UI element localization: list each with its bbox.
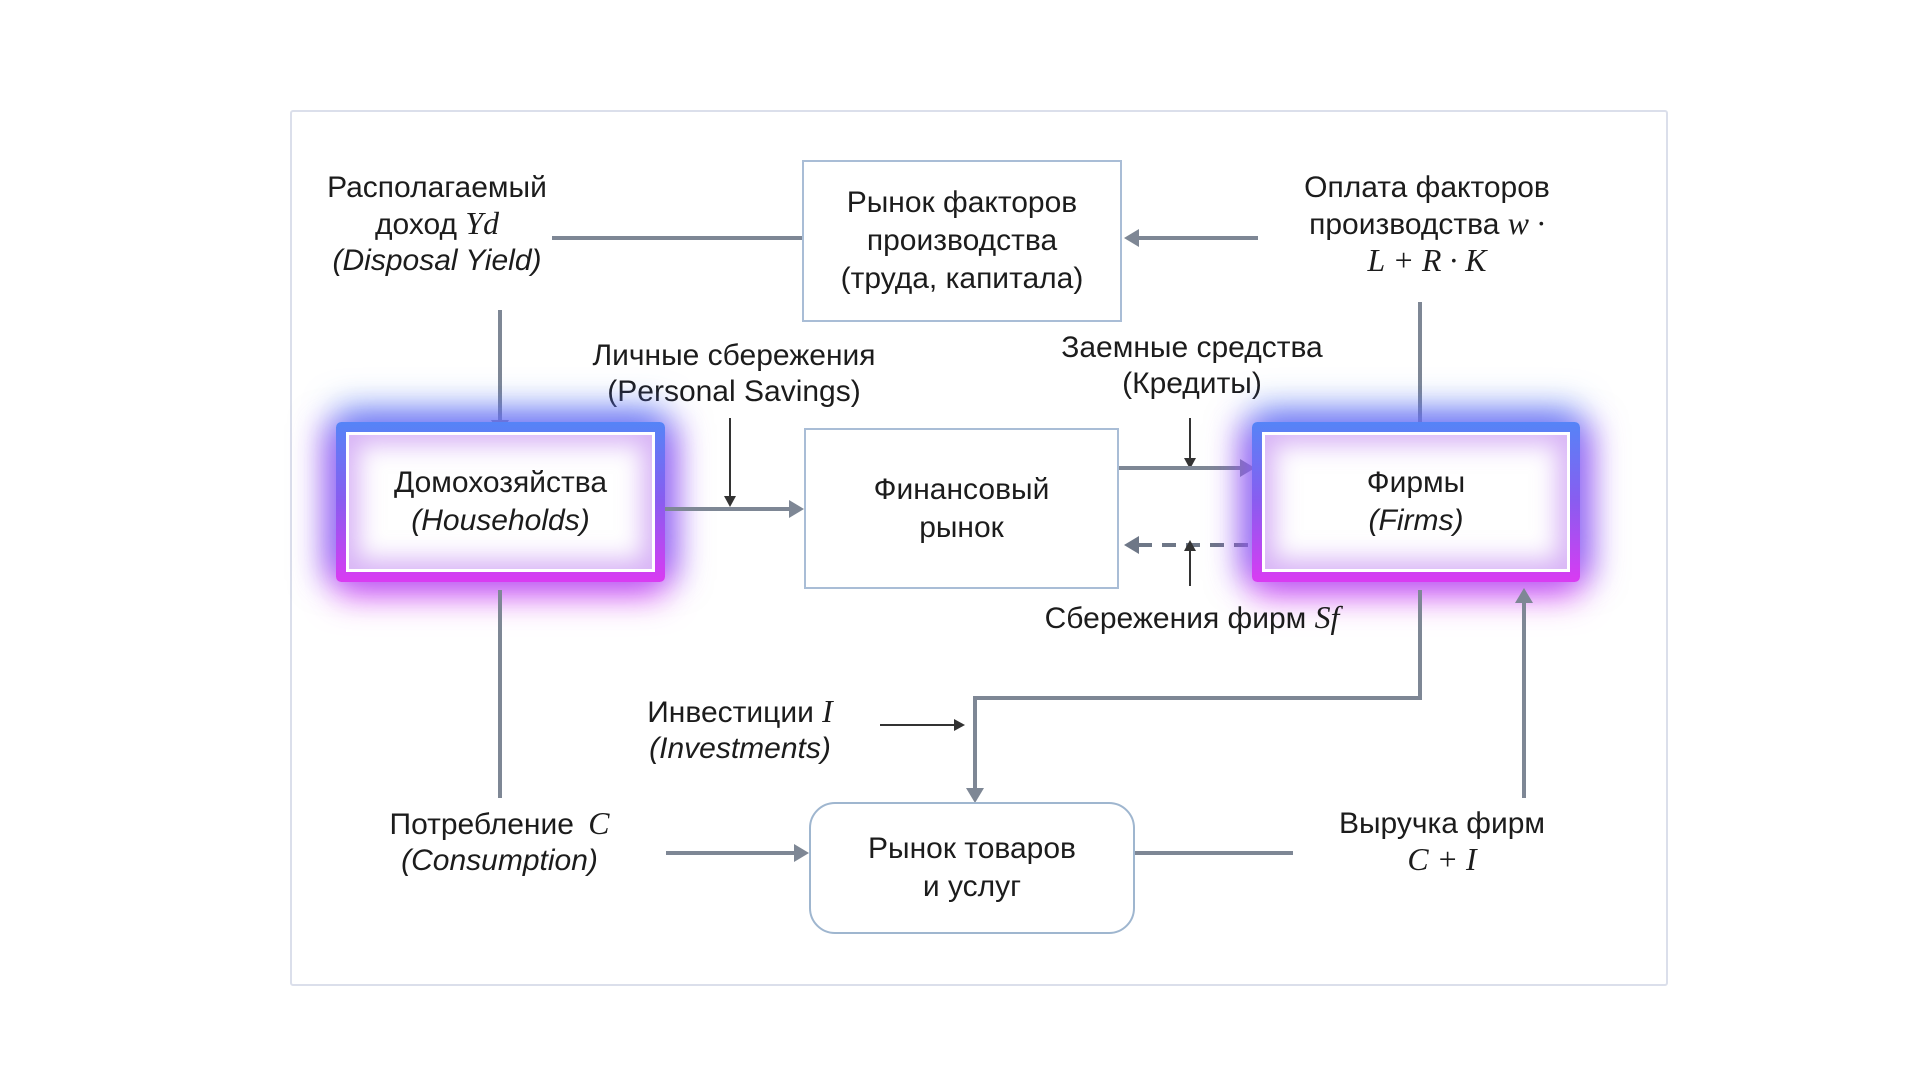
revenue-firms-arrow [1522, 602, 1526, 798]
firm-savings-text: Сбережения фирм [1044, 602, 1315, 635]
goods-market-box: Рынок товаров и услуг [809, 802, 1135, 934]
disposable-income-line1: Располагаемый [327, 171, 547, 204]
consumption-goods-arrowhead [794, 844, 809, 862]
investments-line2: (Investments) [649, 732, 831, 765]
factor-market-line2: производства [866, 224, 1058, 257]
financial-firms-arrow [1119, 466, 1241, 470]
consumption-goods-arrow [666, 851, 794, 855]
factor-payment-line2-text: производства [1309, 208, 1508, 241]
firms-box: Фирмы (Firms) [1252, 422, 1580, 582]
households-financial-arrow [665, 507, 789, 511]
investments-thin-arrowhead [954, 719, 965, 731]
disposable-income-label: Располагаемый доход Yd (Disposal Yield) [312, 170, 562, 279]
households-box-inner: Домохозяйства (Households) [346, 432, 655, 572]
investment-arrowhead [966, 788, 984, 803]
factor-payment-arrow [1138, 236, 1258, 240]
financial-market-line1: Финансовый [873, 472, 1050, 506]
firms-line2: (Firms) [1368, 504, 1464, 537]
revenue-formula: C + I [1407, 842, 1477, 877]
loans-line2: (Кредиты) [1122, 367, 1262, 400]
firm-savings-label: Сбережения фирм Sf [992, 600, 1392, 637]
disposable-income-yd-symbol: Yd [465, 206, 499, 241]
consumption-line1: Потребление C [352, 806, 647, 843]
revenue-label: Выручка фирм C + I [1292, 806, 1592, 878]
factor-payment-arrowhead [1124, 229, 1139, 247]
investments-thin-arrow [880, 724, 954, 726]
diagram-frame: Располагаемый доход Yd (Disposal Yield) … [290, 110, 1668, 986]
firms-investment-elbow-v1 [1418, 590, 1422, 700]
firm-savings-thin-arrow [1189, 550, 1191, 586]
goods-revenue-line [1135, 851, 1293, 855]
loans-label: Заемные средства (Кредиты) [1042, 330, 1342, 402]
households-line2: (Households) [411, 504, 590, 537]
personal-savings-label: Личные сбережения (Personal Savings) [579, 338, 889, 410]
goods-market-line2: и услуг [922, 870, 1022, 903]
households-line1: Домохозяйства [393, 466, 608, 499]
investments-line1: Инвестиции I [610, 694, 870, 731]
firm-savings-thin-arrowhead [1184, 540, 1196, 551]
personal-savings-line1: Личные сбережения [592, 339, 876, 372]
loans-thin-arrow [1189, 418, 1191, 458]
loans-thin-arrowhead [1184, 458, 1196, 469]
personal-savings-thin-arrow [729, 418, 731, 496]
factor-payment-up-line [1418, 302, 1422, 428]
disposable-income-line3: (Disposal Yield) [332, 244, 542, 277]
financial-firms-arrowhead [1240, 459, 1255, 477]
factor-market-line3: (труда, капитала) [840, 262, 1084, 295]
firms-financial-dashed-arrow [1138, 543, 1254, 547]
households-consumption-line [498, 590, 502, 798]
households-box: Домохозяйства (Households) [336, 422, 665, 582]
firms-financial-dashed-arrowhead [1124, 536, 1139, 554]
firms-investment-elbow-v2 [973, 696, 977, 788]
firms-box-inner: Фирмы (Firms) [1262, 432, 1570, 572]
firms-line1: Фирмы [1366, 466, 1466, 499]
disposable-income-down-arrow [498, 310, 502, 420]
factor-payment-w-symbol: w · [1507, 206, 1545, 241]
consumption-line2: (Consumption) [401, 844, 598, 877]
goods-market-line1: Рынок товаров [868, 832, 1076, 865]
consumption-c-symbol: C [588, 806, 610, 841]
personal-savings-line2: (Personal Savings) [607, 375, 861, 408]
financial-market-box: Финансовый рынок [804, 428, 1119, 589]
firms-investment-elbow-h [973, 696, 1422, 700]
factor-market-line1: Рынок факторов [846, 186, 1078, 219]
factor-payment-label: Оплата факторов производства w · L + R ·… [1267, 170, 1587, 279]
factor-payment-line2: производства w · [1267, 206, 1587, 243]
factor-payment-line1: Оплата факторов [1304, 171, 1550, 204]
firm-savings-sf-symbol: Sf [1314, 600, 1340, 635]
disposable-income-line2-text: доход [375, 208, 466, 241]
disposable-income-line2: доход Yd [312, 206, 562, 243]
households-financial-arrowhead [789, 500, 804, 518]
factor-market-box: Рынок факторов производства (труда, капи… [802, 160, 1122, 322]
investments-line1-text: Инвестиции [647, 696, 823, 729]
investments-i-symbol: I [822, 694, 833, 729]
revenue-line1: Выручка фирм [1338, 807, 1546, 840]
factor-payment-formula: L + R · K [1367, 243, 1487, 278]
consumption-label: Потребление C (Consumption) [352, 806, 647, 879]
personal-savings-thin-arrowhead [724, 496, 736, 507]
loans-line1: Заемные средства [1061, 331, 1323, 364]
investments-label: Инвестиции I (Investments) [610, 694, 870, 767]
revenue-firms-arrowhead [1515, 588, 1533, 603]
financial-market-line2: рынок [919, 510, 1004, 544]
income-line [552, 236, 802, 240]
consumption-line1-text: Потребление [389, 808, 583, 841]
